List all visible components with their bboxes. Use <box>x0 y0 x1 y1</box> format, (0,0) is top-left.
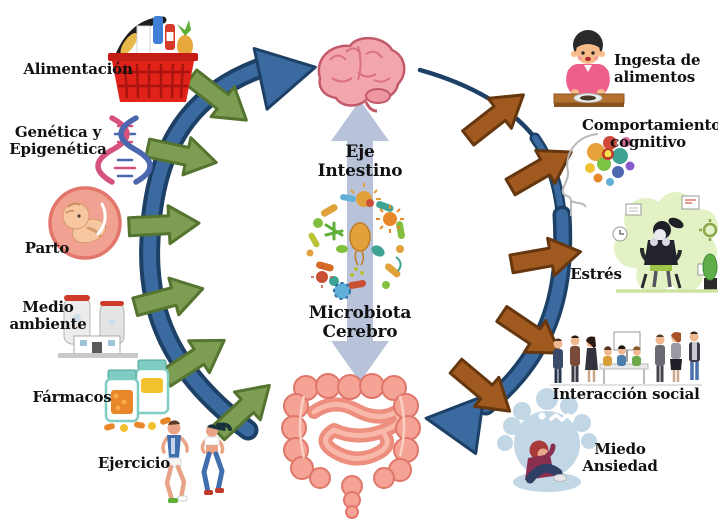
factory-icon <box>58 295 138 358</box>
label-miedo-ansiedad: Miedo Ansiedad <box>582 440 658 475</box>
label-genetica-epigenetica: Genética y Epigenética <box>9 123 107 158</box>
label-ejercicio: Ejercicio <box>97 454 171 472</box>
eating-child-icon <box>553 30 625 107</box>
input-arrow-3 <box>126 202 202 248</box>
microbiota-icon <box>306 183 405 300</box>
dna-icon <box>95 115 153 185</box>
social-group-icon <box>550 331 702 386</box>
output-arrow-1 <box>455 78 537 155</box>
pill-bottles-icon <box>104 359 171 432</box>
cognitive-head-icon <box>561 133 635 216</box>
label-ingesta-alimentos: Ingesta de alimentos <box>614 51 701 86</box>
food-basket-icon <box>108 16 198 102</box>
label-microbiota-cerebro: Microbiota Cerebro <box>308 303 412 342</box>
stressed-person-icon <box>612 192 718 293</box>
label-estres: Estrés <box>570 265 622 283</box>
label-farmacos: Fármacos <box>32 388 112 406</box>
label-comportamiento-cognitivo: Comportamiento cognitivo <box>582 116 718 151</box>
label-parto: Parto <box>24 239 70 257</box>
label-eje-intestino: Eje Intestino <box>317 142 403 181</box>
intestine-icon <box>281 373 421 519</box>
brain-icon <box>317 37 406 113</box>
label-interaccion-social: Interacción social <box>552 385 700 403</box>
runners-icon <box>161 420 232 503</box>
label-alimentacion: Alimentación <box>23 60 133 78</box>
anxiety-person-icon <box>497 388 597 492</box>
fetus-icon <box>48 186 122 260</box>
label-medio-ambiente: Medio ambiente <box>9 298 87 333</box>
